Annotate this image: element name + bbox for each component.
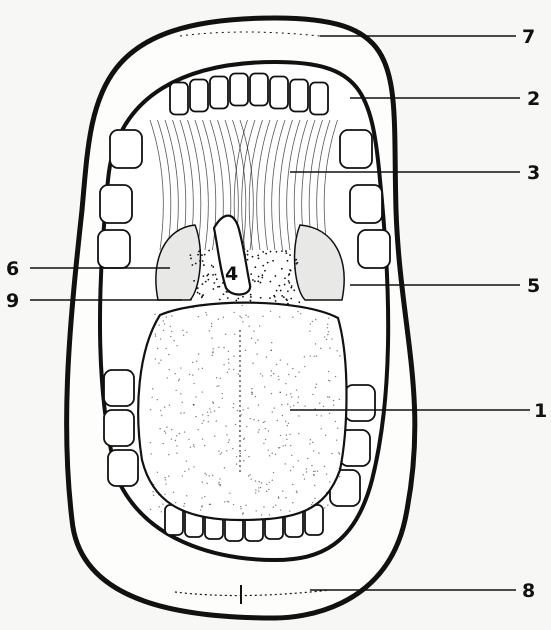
lower-molar bbox=[108, 450, 138, 486]
callout-6: 6 bbox=[6, 258, 19, 280]
upper-molar bbox=[100, 185, 132, 223]
callout-8: 8 bbox=[522, 580, 535, 602]
tongue bbox=[138, 303, 346, 520]
upper-tooth bbox=[210, 77, 228, 109]
callout-5: 5 bbox=[527, 275, 540, 297]
upper-molar bbox=[350, 185, 382, 223]
upper-molar bbox=[98, 230, 130, 268]
callout-3: 3 bbox=[527, 162, 540, 184]
callout-2: 2 bbox=[527, 88, 540, 110]
upper-molar bbox=[358, 230, 390, 268]
lower-molar bbox=[104, 370, 134, 406]
upper-tooth bbox=[310, 83, 328, 115]
upper-molar bbox=[340, 130, 372, 168]
callout-1: 1 bbox=[534, 400, 547, 422]
upper-tooth bbox=[270, 77, 288, 109]
upper-tooth bbox=[170, 83, 188, 115]
callout-9: 9 bbox=[6, 290, 19, 312]
upper-molar bbox=[110, 130, 142, 168]
callout-7: 7 bbox=[522, 26, 535, 48]
upper-tooth bbox=[230, 74, 248, 106]
upper-tooth bbox=[290, 80, 308, 112]
upper-tooth bbox=[250, 74, 268, 106]
lower-molar bbox=[104, 410, 134, 446]
lower-molar bbox=[345, 385, 375, 421]
callout-4: 4 bbox=[225, 263, 238, 285]
upper-tooth bbox=[190, 80, 208, 112]
